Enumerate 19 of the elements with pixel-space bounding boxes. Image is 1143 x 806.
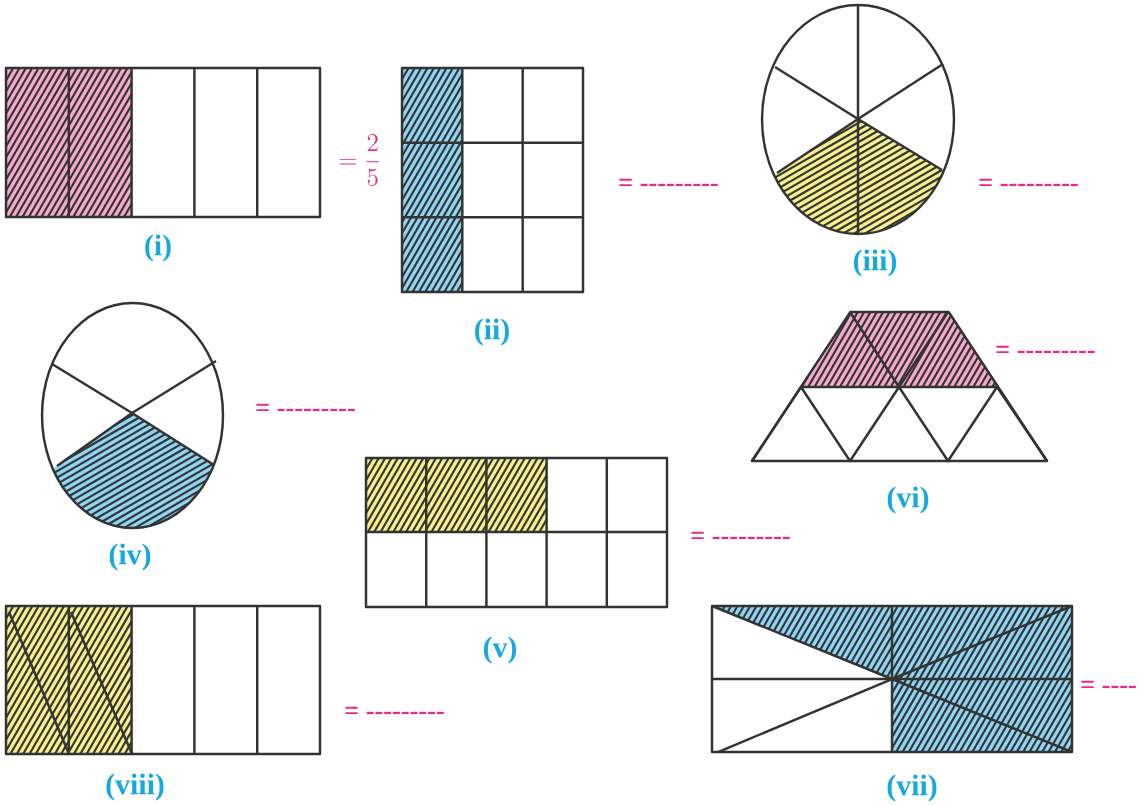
figure-label: (vi) (887, 486, 929, 514)
fraction-answer: $=\frac{2}{5}$ (339, 134, 379, 186)
figure-label: (viii) (106, 773, 164, 801)
figure-label: (i) (145, 234, 171, 262)
answer-blank: = --------- (619, 178, 718, 187)
fraction-drawing (400, 66, 585, 294)
answer-blank: = --------- (256, 403, 355, 412)
fraction-drawing (4, 604, 322, 756)
figure-label: (ii) (475, 318, 509, 346)
figure-label: (iii) (853, 249, 897, 277)
answer-blank: = --------- (996, 345, 1095, 354)
figure-label: (vii) (887, 774, 937, 802)
fraction-drawing (40, 301, 225, 530)
fraction-drawing (760, 3, 956, 236)
figure-label: (iv) (109, 543, 151, 571)
fraction-drawing (364, 456, 669, 609)
figure-label: (v) (483, 636, 517, 664)
fraction-drawing (4, 66, 322, 219)
fraction-drawing (710, 604, 1074, 754)
